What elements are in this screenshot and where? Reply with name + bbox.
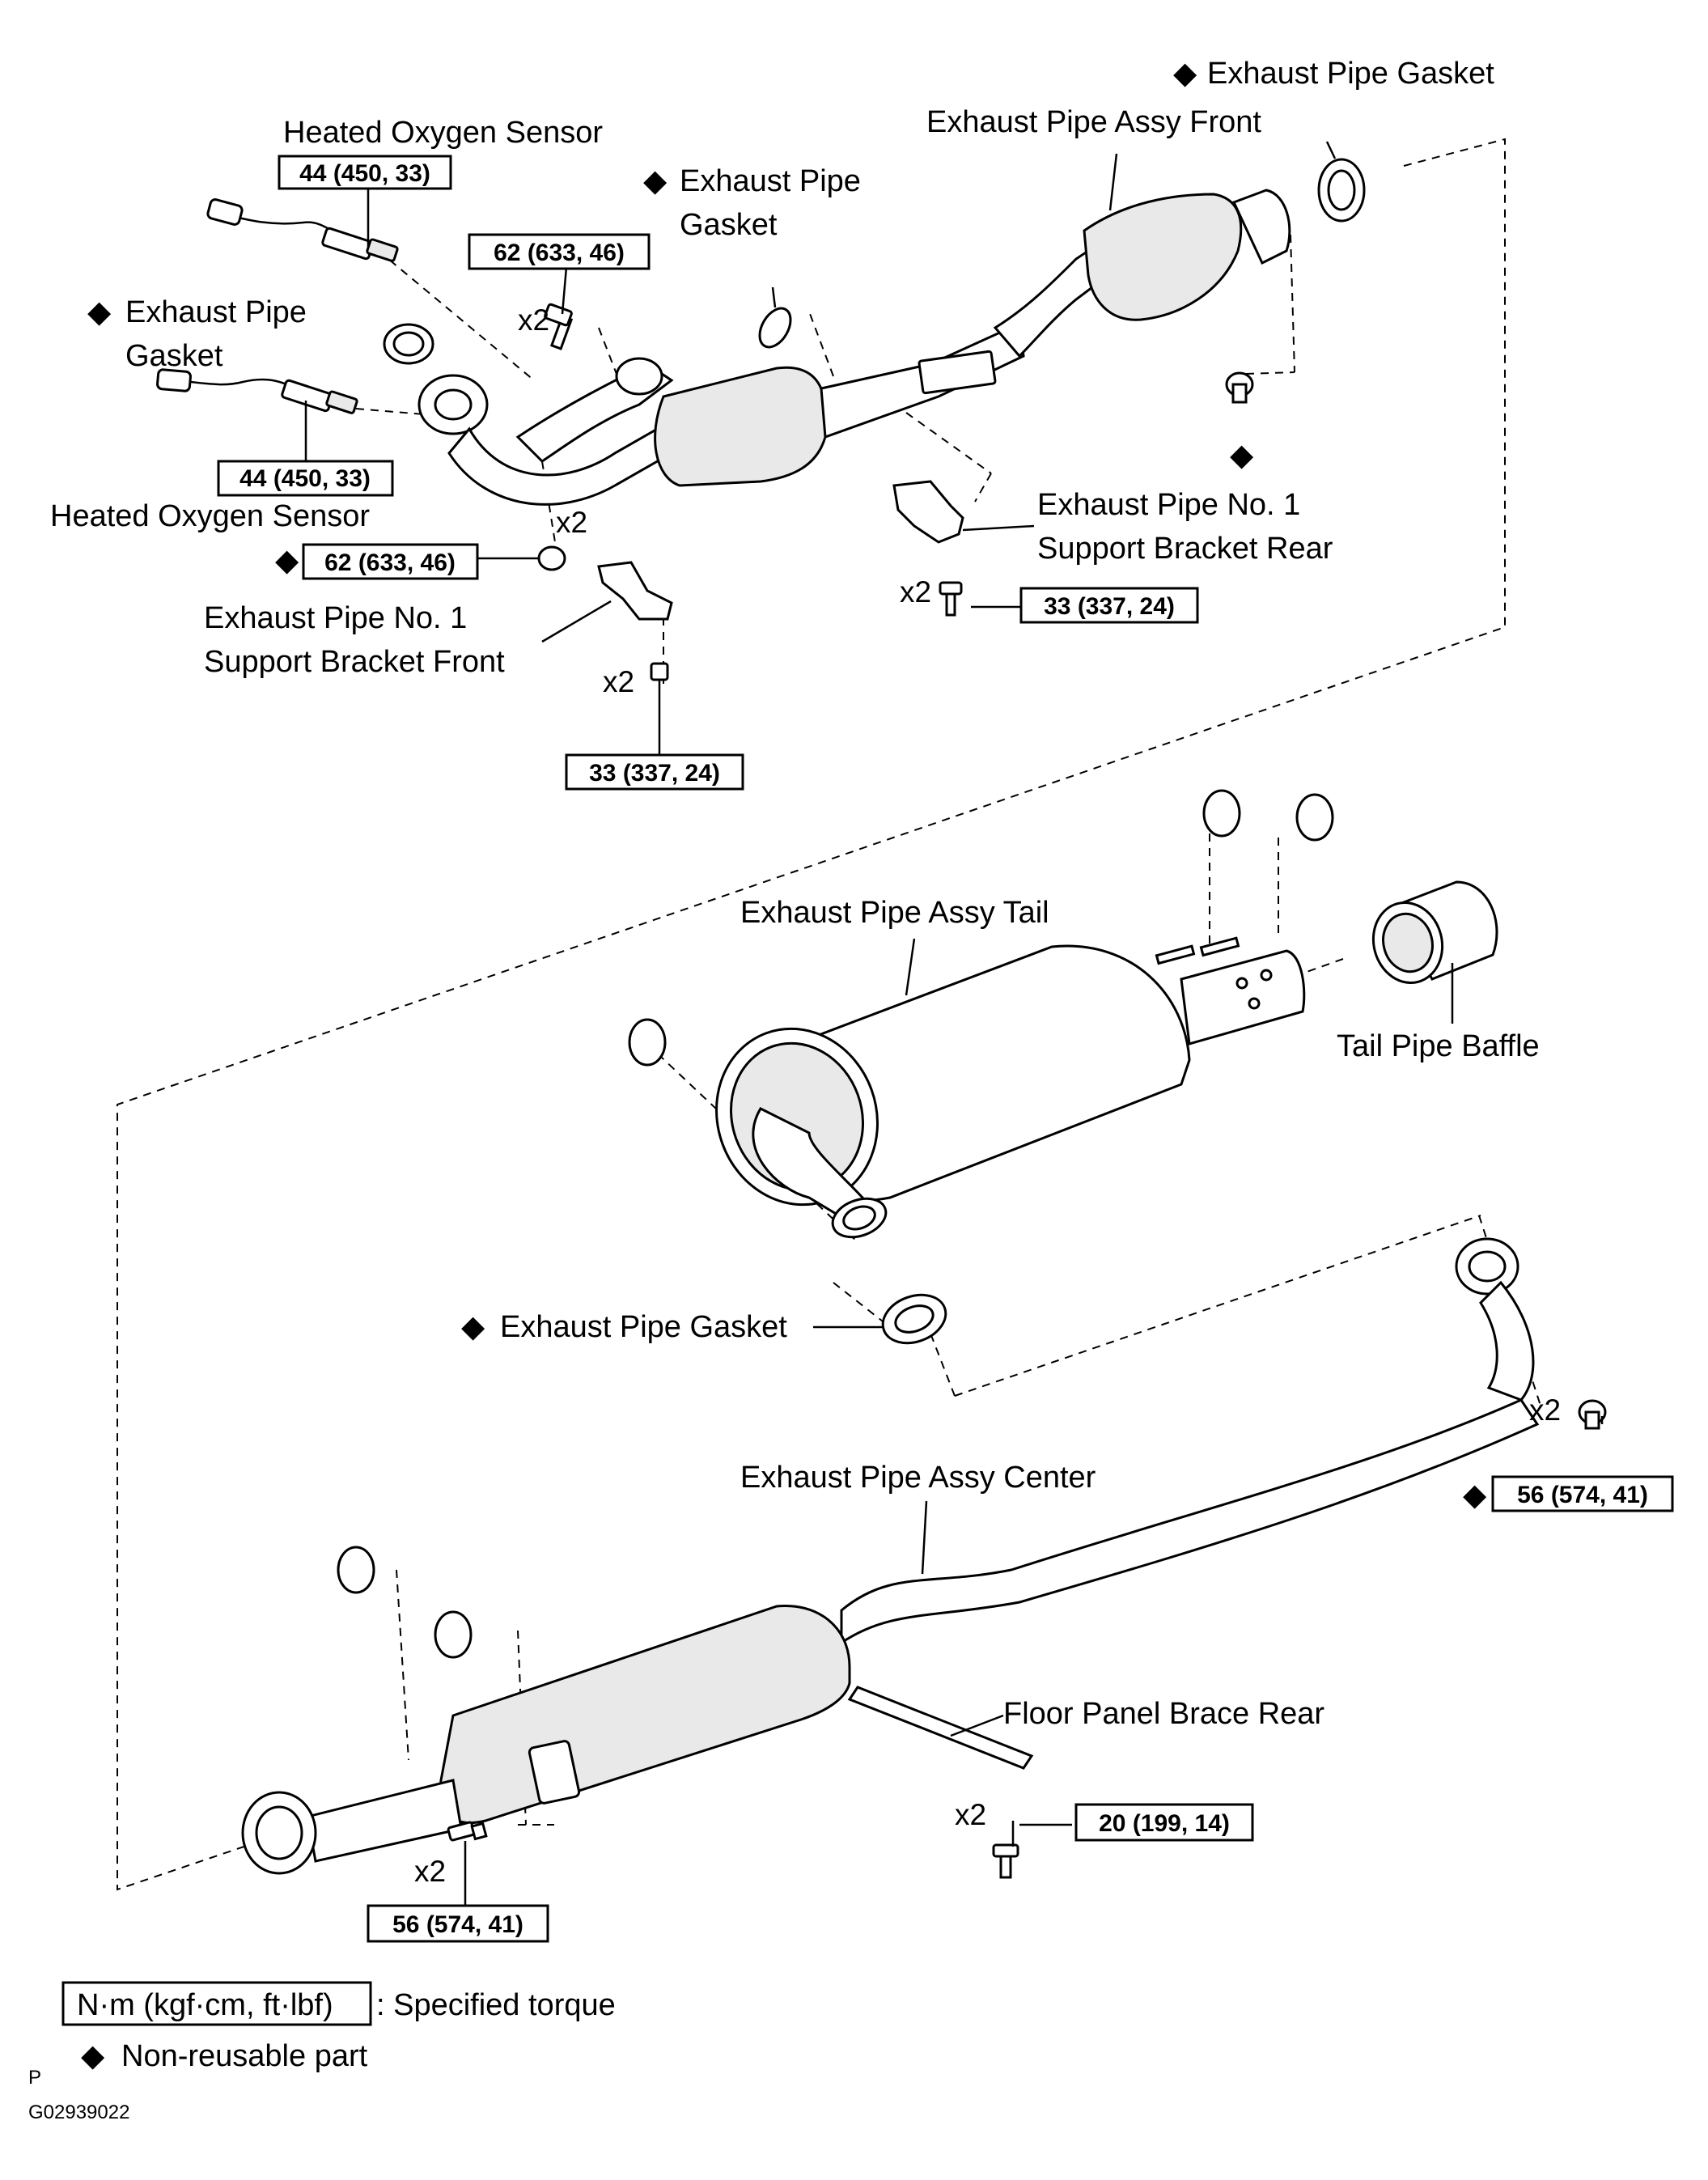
qty-bolt-top: x2: [518, 303, 549, 337]
qty-brace: x2: [955, 1798, 986, 1831]
label-tail-pipe-baffle: Tail Pipe Baffle: [1337, 1029, 1540, 1063]
torque-box-center-right: ◆ 56 (574, 41): [1463, 1475, 1674, 1512]
exhaust-pipe-gasket-top-right-part: [1317, 158, 1366, 223]
quantity-marks: x2 x2 x2 x2 x2 x2 x2: [414, 303, 1561, 1888]
nut-mid-part: [537, 545, 566, 571]
labels: Heated Oxygen Sensor ◆ Exhaust Pipe Gask…: [50, 57, 1540, 1731]
svg-text:56 (574, 41): 56 (574, 41): [1517, 1482, 1648, 1508]
non-reusable-mark-left-gasket: ◆: [87, 295, 112, 329]
non-reusable-mark-top-right-gasket: ◆: [1173, 57, 1197, 91]
svg-text:20 (199, 14): 20 (199, 14): [1099, 1810, 1230, 1837]
leader-lines: [304, 141, 1604, 1910]
torque-box-bracket-front: 33 (337, 24): [565, 753, 744, 791]
non-reusable-mark-center-right: ◆: [1463, 1478, 1487, 1512]
qty-nut-mid: x2: [556, 506, 587, 539]
svg-text:44 (450, 33): 44 (450, 33): [239, 465, 371, 492]
label-exhaust-pipe-gasket-mid-line2: Gasket: [680, 208, 778, 242]
label-exhaust-pipe-gasket-lower: Exhaust Pipe Gasket: [500, 1310, 787, 1344]
footer: P G02939022: [28, 2067, 129, 2123]
label-support-bracket-rear-line1: Exhaust Pipe No. 1: [1037, 488, 1300, 522]
qty-bracket-front: x2: [603, 665, 634, 698]
legend-non-reusable-text: Non-reusable part: [121, 2039, 368, 2073]
heated-oxygen-sensor-top-part: [206, 198, 399, 262]
non-reusable-mark-nut-mid: ◆: [275, 544, 299, 578]
label-heated-oxygen-sensor-top: Heated Oxygen Sensor: [283, 116, 603, 150]
torque-box-brace: 20 (199, 14): [1074, 1803, 1254, 1842]
label-support-bracket-front-line2: Support Bracket Front: [204, 645, 505, 679]
exhaust-pipe-gasket-left-part: [383, 323, 434, 365]
hanger-bushing-parts: [337, 789, 1334, 1659]
svg-text:62 (633, 46): 62 (633, 46): [494, 240, 625, 266]
label-floor-panel-brace-rear: Floor Panel Brace Rear: [1003, 1697, 1324, 1731]
torque-box-bolt-top: 62 (633, 46): [468, 233, 651, 270]
legend-non-reusable-symbol: ◆: [81, 2039, 105, 2073]
label-exhaust-pipe-assy-tail: Exhaust Pipe Assy Tail: [740, 896, 1049, 930]
torque-boxes: 44 (450, 33) 62 (633, 46) 44 (450, 33) ◆…: [217, 155, 1674, 1943]
exhaust-pipe-assy-front-part: [417, 189, 1291, 506]
label-support-bracket-front-line1: Exhaust Pipe No. 1: [204, 601, 467, 635]
svg-text:56 (574, 41): 56 (574, 41): [392, 1911, 523, 1938]
exhaust-pipe-gasket-mid-part: [758, 307, 792, 349]
svg-text:33 (337, 24): 33 (337, 24): [1044, 593, 1175, 620]
label-exhaust-pipe-gasket-top-right: Exhaust Pipe Gasket: [1207, 57, 1494, 91]
floor-panel-brace-rear-part: [847, 1686, 1034, 1770]
nut-top-right-part: [1225, 371, 1254, 404]
legend-unit-text: : Specified torque: [376, 1988, 616, 2022]
bolt-top-part: [544, 303, 574, 350]
tail-pipe-baffle-part: [1371, 880, 1498, 985]
legend-unit-box-text: N·m (kgf·cm, ft·lbf): [77, 1988, 333, 2022]
support-bracket-rear-part: [892, 480, 964, 617]
support-bracket-front-part: [597, 561, 673, 681]
label-heated-oxygen-sensor-bottom: Heated Oxygen Sensor: [50, 499, 370, 533]
label-exhaust-pipe-assy-center: Exhaust Pipe Assy Center: [740, 1461, 1096, 1495]
alignment-dashed-lines: [117, 138, 1542, 1891]
non-reusable-mark-top-right-nut: ◆: [1230, 439, 1254, 473]
qty-center-right: x2: [1529, 1393, 1561, 1427]
footer-mark: P: [28, 2067, 41, 2089]
svg-text:62 (633, 46): 62 (633, 46): [324, 549, 456, 576]
svg-text:33 (337, 24): 33 (337, 24): [589, 760, 720, 787]
heated-oxygen-sensor-bottom-part: [156, 368, 358, 414]
non-reusable-mark-lower-gasket: ◆: [461, 1310, 485, 1344]
label-exhaust-pipe-assy-front: Exhaust Pipe Assy Front: [926, 105, 1261, 139]
label-exhaust-pipe-gasket-left-line1: Exhaust Pipe: [125, 295, 307, 329]
exhaust-pipe-assy-center-part: [241, 1237, 1540, 1875]
torque-box-sensor-top: 44 (450, 33): [278, 155, 452, 190]
torque-box-bracket-rear: 33 (337, 24): [1019, 587, 1199, 624]
torque-box-nut-mid: ◆ 62 (633, 46): [275, 543, 479, 580]
non-reusable-mark-mid-gasket: ◆: [643, 164, 668, 198]
label-exhaust-pipe-gasket-left-line2: Gasket: [125, 339, 223, 373]
exhaust-pipe-gasket-lower-part: [881, 1293, 947, 1345]
label-support-bracket-rear-line2: Support Bracket Rear: [1037, 532, 1333, 566]
legend: N·m (kgf·cm, ft·lbf) : Specified torque …: [61, 1981, 616, 2073]
exhaust-pipe-assy-tail-part: [715, 936, 1306, 1239]
center-fasteners-parts: [447, 1399, 1607, 1879]
torque-box-center-left: 56 (574, 41): [367, 1904, 549, 1943]
qty-bracket-rear: x2: [900, 575, 931, 609]
qty-center-left: x2: [414, 1855, 446, 1888]
label-exhaust-pipe-gasket-mid-line1: Exhaust Pipe: [680, 164, 861, 198]
svg-text:44 (450, 33): 44 (450, 33): [299, 160, 430, 187]
torque-box-sensor-bottom: 44 (450, 33): [217, 460, 394, 497]
figure-id: G02939022: [28, 2102, 129, 2123]
